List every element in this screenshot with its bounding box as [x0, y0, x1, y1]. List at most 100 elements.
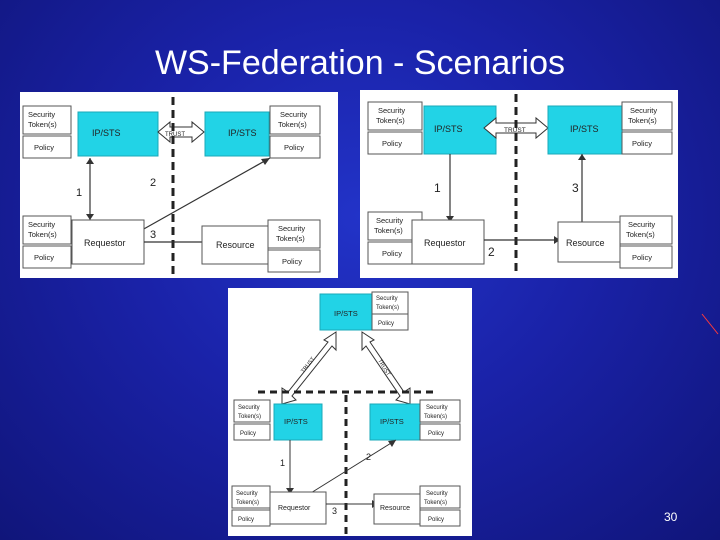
ip-sts-box — [77, 111, 159, 157]
svg-text:Token(s): Token(s) — [374, 226, 403, 235]
svg-text:IP/STS: IP/STS — [228, 128, 257, 138]
policy-box — [621, 131, 673, 155]
svg-text:Policy: Policy — [284, 143, 304, 152]
svg-text:Security: Security — [630, 106, 657, 115]
svg-text:Policy: Policy — [238, 517, 254, 523]
svg-text:3: 3 — [332, 506, 337, 516]
svg-text:Security: Security — [280, 110, 307, 119]
ip-sts-box — [319, 293, 373, 331]
security-tokens-box — [419, 399, 461, 423]
svg-text:Security: Security — [378, 106, 405, 115]
svg-text:Token(s): Token(s) — [626, 230, 655, 239]
diagram-panel-3: IP/STS Security Token(s) Policy TRUST TR… — [228, 288, 472, 536]
svg-text:2: 2 — [366, 452, 371, 462]
svg-text:IP/STS: IP/STS — [380, 417, 404, 426]
svg-text:Policy: Policy — [34, 253, 54, 262]
svg-text:Policy: Policy — [382, 139, 402, 148]
ip-sts-box — [273, 403, 323, 441]
svg-text:Security: Security — [376, 296, 398, 302]
ip-sts-box — [204, 111, 270, 157]
policy-box — [367, 131, 423, 155]
svg-text:Token(s): Token(s) — [28, 120, 57, 129]
svg-text:Security: Security — [236, 491, 258, 497]
policy-box — [267, 249, 321, 273]
svg-text:Policy: Policy — [378, 321, 394, 327]
decorative-line — [701, 313, 719, 335]
svg-text:TRUST: TRUST — [376, 358, 391, 377]
svg-text:Token(s): Token(s) — [238, 414, 261, 420]
ip-sts-box — [369, 403, 421, 441]
ip-sts-box — [547, 105, 623, 155]
security-tokens-box — [267, 219, 321, 249]
step-2-label: 2 — [150, 177, 156, 189]
svg-text:Token(s): Token(s) — [276, 234, 305, 243]
flow-arrow-2 — [305, 439, 397, 497]
policy-box — [419, 423, 461, 441]
svg-text:IP/STS: IP/STS — [284, 417, 308, 426]
security-tokens-box — [619, 215, 673, 245]
svg-text:Resource: Resource — [566, 238, 605, 248]
svg-text:Policy: Policy — [632, 139, 652, 148]
svg-text:Security: Security — [426, 491, 448, 497]
security-tokens-box — [621, 101, 673, 131]
svg-text:Security: Security — [628, 220, 655, 229]
svg-text:Token(s): Token(s) — [376, 305, 399, 311]
svg-text:TRUST: TRUST — [504, 127, 526, 134]
policy-label: Policy — [34, 143, 54, 152]
svg-text:Resource: Resource — [380, 505, 410, 512]
step-1-label: 1 — [76, 187, 82, 199]
svg-text:Policy: Policy — [240, 431, 256, 437]
svg-text:1: 1 — [434, 181, 441, 195]
security-tokens-box — [233, 399, 271, 423]
ip-sts-label: IP/STS — [92, 128, 121, 138]
svg-text:Token(s): Token(s) — [628, 116, 657, 125]
svg-text:2: 2 — [488, 245, 495, 259]
svg-text:Policy: Policy — [428, 431, 444, 437]
diagram-panel-1: Security Token(s) Policy IP/STS TRUST IP… — [20, 92, 338, 278]
page-number: 30 — [664, 510, 678, 524]
policy-box — [22, 135, 72, 159]
policy-box — [22, 245, 72, 269]
resource-box — [557, 221, 621, 263]
svg-text:Requestor: Requestor — [278, 505, 311, 512]
svg-text:IP/STS: IP/STS — [434, 124, 463, 134]
svg-text:Policy: Policy — [382, 249, 402, 258]
svg-text:Token(s): Token(s) — [424, 500, 447, 506]
policy-box — [233, 423, 271, 441]
svg-text:IP/STS: IP/STS — [570, 124, 599, 134]
svg-text:Security: Security — [28, 220, 55, 229]
security-tokens-box — [22, 105, 72, 135]
policy-box — [371, 313, 409, 331]
svg-text:Policy: Policy — [282, 257, 302, 266]
slide-title: WS-Federation - Scenarios — [154, 44, 566, 82]
svg-text:1: 1 — [280, 458, 285, 468]
trust-arrow — [157, 120, 205, 144]
svg-text:Token(s): Token(s) — [28, 230, 57, 239]
policy-box — [419, 509, 461, 527]
security-tokens-label: Security — [28, 110, 55, 119]
trust-label: TRUST — [165, 132, 185, 138]
svg-text:Policy: Policy — [632, 253, 652, 262]
flow-arrow-2 — [141, 157, 271, 231]
security-tokens-box — [367, 101, 423, 131]
svg-text:Requestor: Requestor — [424, 238, 466, 248]
security-tokens-box — [269, 105, 321, 135]
security-tokens-box — [419, 485, 461, 509]
svg-text:Token(s): Token(s) — [236, 500, 259, 506]
policy-box — [269, 135, 321, 159]
svg-text:Token(s): Token(s) — [424, 414, 447, 420]
svg-text:IP/STS: IP/STS — [334, 309, 358, 318]
svg-text:Security: Security — [426, 405, 448, 411]
resource-box — [373, 493, 421, 525]
svg-text:Token(s): Token(s) — [278, 120, 307, 129]
step-3-label: 3 — [150, 229, 156, 241]
svg-text:Security: Security — [278, 224, 305, 233]
resource-label: Resource — [216, 240, 255, 250]
diagram-panel-2: Security Token(s) Policy IP/STS TRUST IP… — [360, 90, 678, 278]
svg-text:Security: Security — [238, 405, 260, 411]
requestor-box — [71, 219, 145, 265]
svg-text:Policy: Policy — [428, 517, 444, 523]
requestor-box — [411, 219, 485, 265]
security-tokens-box — [22, 215, 72, 245]
requestor-box — [269, 491, 327, 525]
